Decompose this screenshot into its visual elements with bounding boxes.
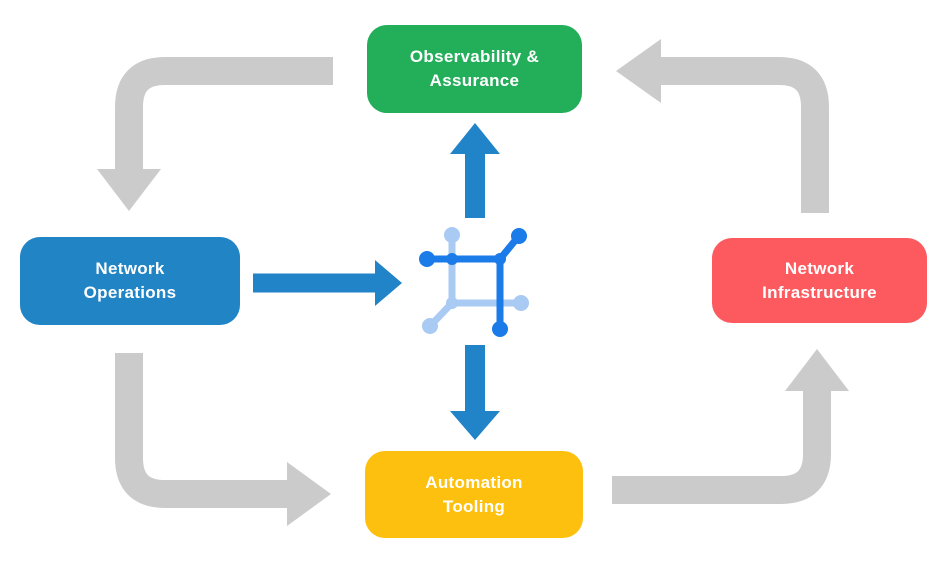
arrow-shaft [612,390,831,504]
hub-arrow-hub-to-tooling [450,345,500,440]
icon-light-node-bottom-left [422,318,438,334]
hub-arrow-operations-to-hub [253,260,402,306]
cycle-arrow-tooling-to-infrastructure [612,349,849,504]
node-observability-assurance: Observability & Assurance [367,25,582,113]
cycle-arrow-operations-to-tooling [115,353,331,526]
icon-dark-node-bottom [492,321,508,337]
icon-dark-junction-dot-right [494,253,506,265]
icon-dark-node-top-right [511,228,527,244]
arrow-head-left-icon [616,39,661,103]
icon-dark-node-left [419,251,435,267]
node-network-operations: Network Operations [20,237,240,325]
arrow-shaft [115,353,288,508]
arrow-head-right-icon [375,260,402,306]
cycle-arrow-observability-to-operations [97,57,333,211]
arrow-shaft [660,57,829,213]
node-network-infrastructure: Network Infrastructure [712,238,927,323]
icon-dark-junction-dot-left [446,253,458,265]
node-label: Observability & Assurance [409,47,540,90]
arrow-head-right-icon [287,462,331,526]
icon-light-junction-dot [446,297,458,309]
node-label: Network Operations [83,259,177,302]
cycle-arrow-infrastructure-to-observability [616,39,829,213]
icon-light-node-right [513,295,529,311]
node-label: Automation Tooling [425,472,523,516]
node-automation-tooling: Automation Tooling [365,451,583,538]
arrow-shaft [115,57,333,170]
icon-light-node-top [444,227,460,243]
node-label: Network Infrastructure [762,258,877,302]
arrow-head-down-icon [97,169,161,211]
network-mesh-icon [419,227,529,337]
arrow-head-up-icon [450,123,500,154]
arrow-head-up-icon [785,349,849,391]
arrow-head-down-icon [450,411,500,440]
hub-arrow-hub-to-observability [450,123,500,218]
